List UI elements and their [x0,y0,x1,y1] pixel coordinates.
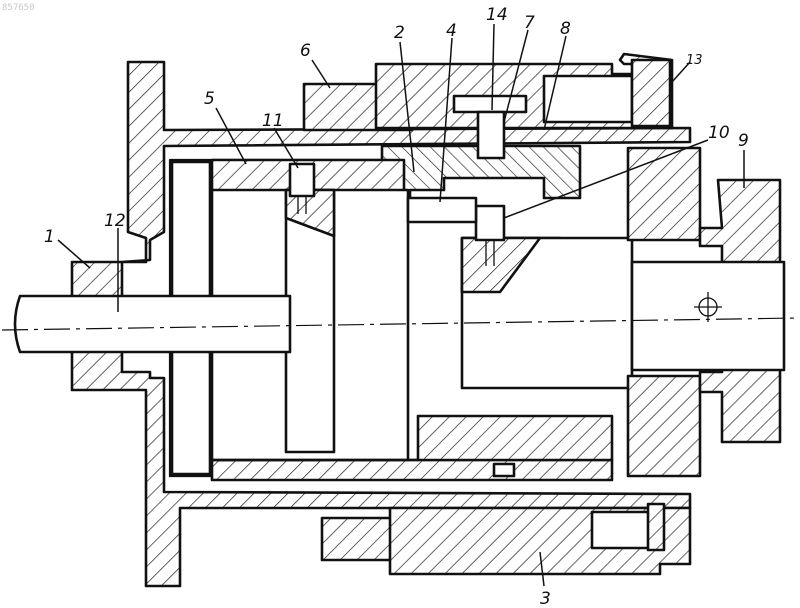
callout-1: 1 [44,227,55,247]
block-13 [632,60,670,126]
input-shaft-12 [15,296,290,352]
callout-12: 12 [104,211,126,231]
callout-14: 14 [486,5,508,25]
watermark-text: 857650 [2,3,35,13]
pin-11 [290,164,314,196]
callout-11: 11 [262,111,284,131]
callout-5: 5 [204,89,215,109]
lower-race-notch [494,464,514,476]
connector-bar [408,198,476,222]
block-lower [648,504,664,550]
callout-8: 8 [560,19,571,39]
callout-7: 7 [524,13,535,33]
pin-10 [476,206,504,240]
spring-slot-upper [544,76,632,122]
callout-4: 4 [446,21,457,41]
callout-6: 6 [300,41,311,61]
callout-2: 2 [394,23,405,43]
race-lower [212,460,612,480]
pin-8-stem [478,112,504,158]
callout-10: 10 [708,123,730,143]
spring-slot-lower [592,512,656,548]
callout-13: 13 [686,53,703,68]
pin-7 [454,96,526,112]
callout-3: 3 [540,589,551,608]
callout-9: 9 [738,131,749,151]
